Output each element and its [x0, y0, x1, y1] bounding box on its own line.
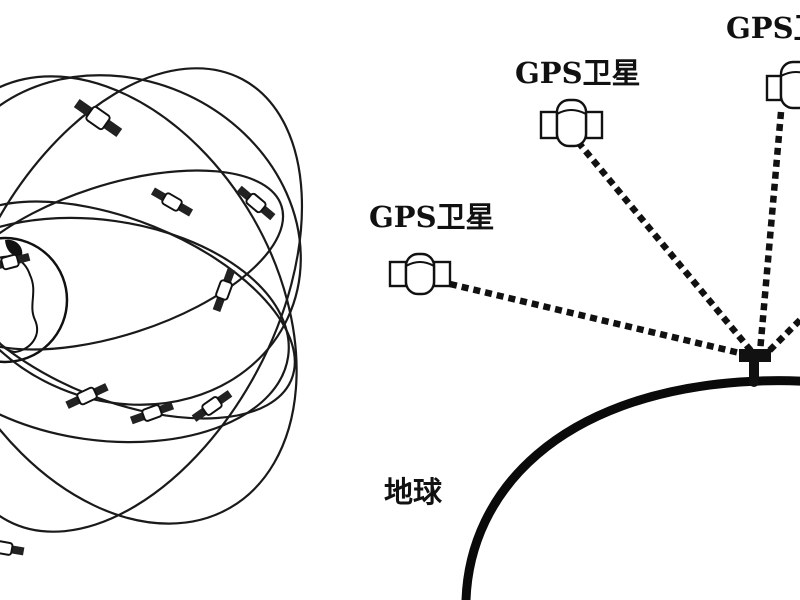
- orbit-3: [0, 75, 298, 525]
- satellite-icon: [73, 98, 123, 138]
- satellite-icon: [0, 540, 25, 556]
- satellite-icon: [0, 252, 31, 272]
- earth-surface-arc: [461, 376, 800, 600]
- satellite-icon: [191, 390, 233, 422]
- satellite-icon: [212, 267, 236, 313]
- satellite-label-3: GPS卫星: [726, 11, 800, 45]
- satellite-icon: [236, 185, 276, 221]
- orbit-4: [0, 67, 304, 533]
- constellation-panel: [0, 67, 304, 556]
- signal-link-3: [756, 111, 785, 353]
- orbit-1: [0, 169, 285, 351]
- satellite-icon: [539, 98, 604, 148]
- earth-label: 地球: [384, 475, 443, 509]
- satellite-label-2: GPS卫星: [515, 56, 641, 90]
- signal-link-1: [449, 280, 749, 359]
- satellite-icon: [388, 252, 452, 296]
- continent-outline-2: [5, 239, 23, 257]
- satellite-label-1: GPS卫星: [369, 200, 495, 234]
- satellite-icon: [65, 383, 109, 409]
- satellite-icon: [150, 187, 194, 217]
- satellite-icon: [765, 60, 800, 110]
- signal-link-2: [575, 139, 755, 355]
- positioning-panel: GPS卫星 GPS卫星 GPS卫星 地球: [369, 11, 800, 600]
- orbit-6: [0, 74, 302, 406]
- orbit-5: [0, 216, 290, 444]
- satellite-icon: [129, 401, 175, 425]
- receiver-icon: [739, 349, 771, 387]
